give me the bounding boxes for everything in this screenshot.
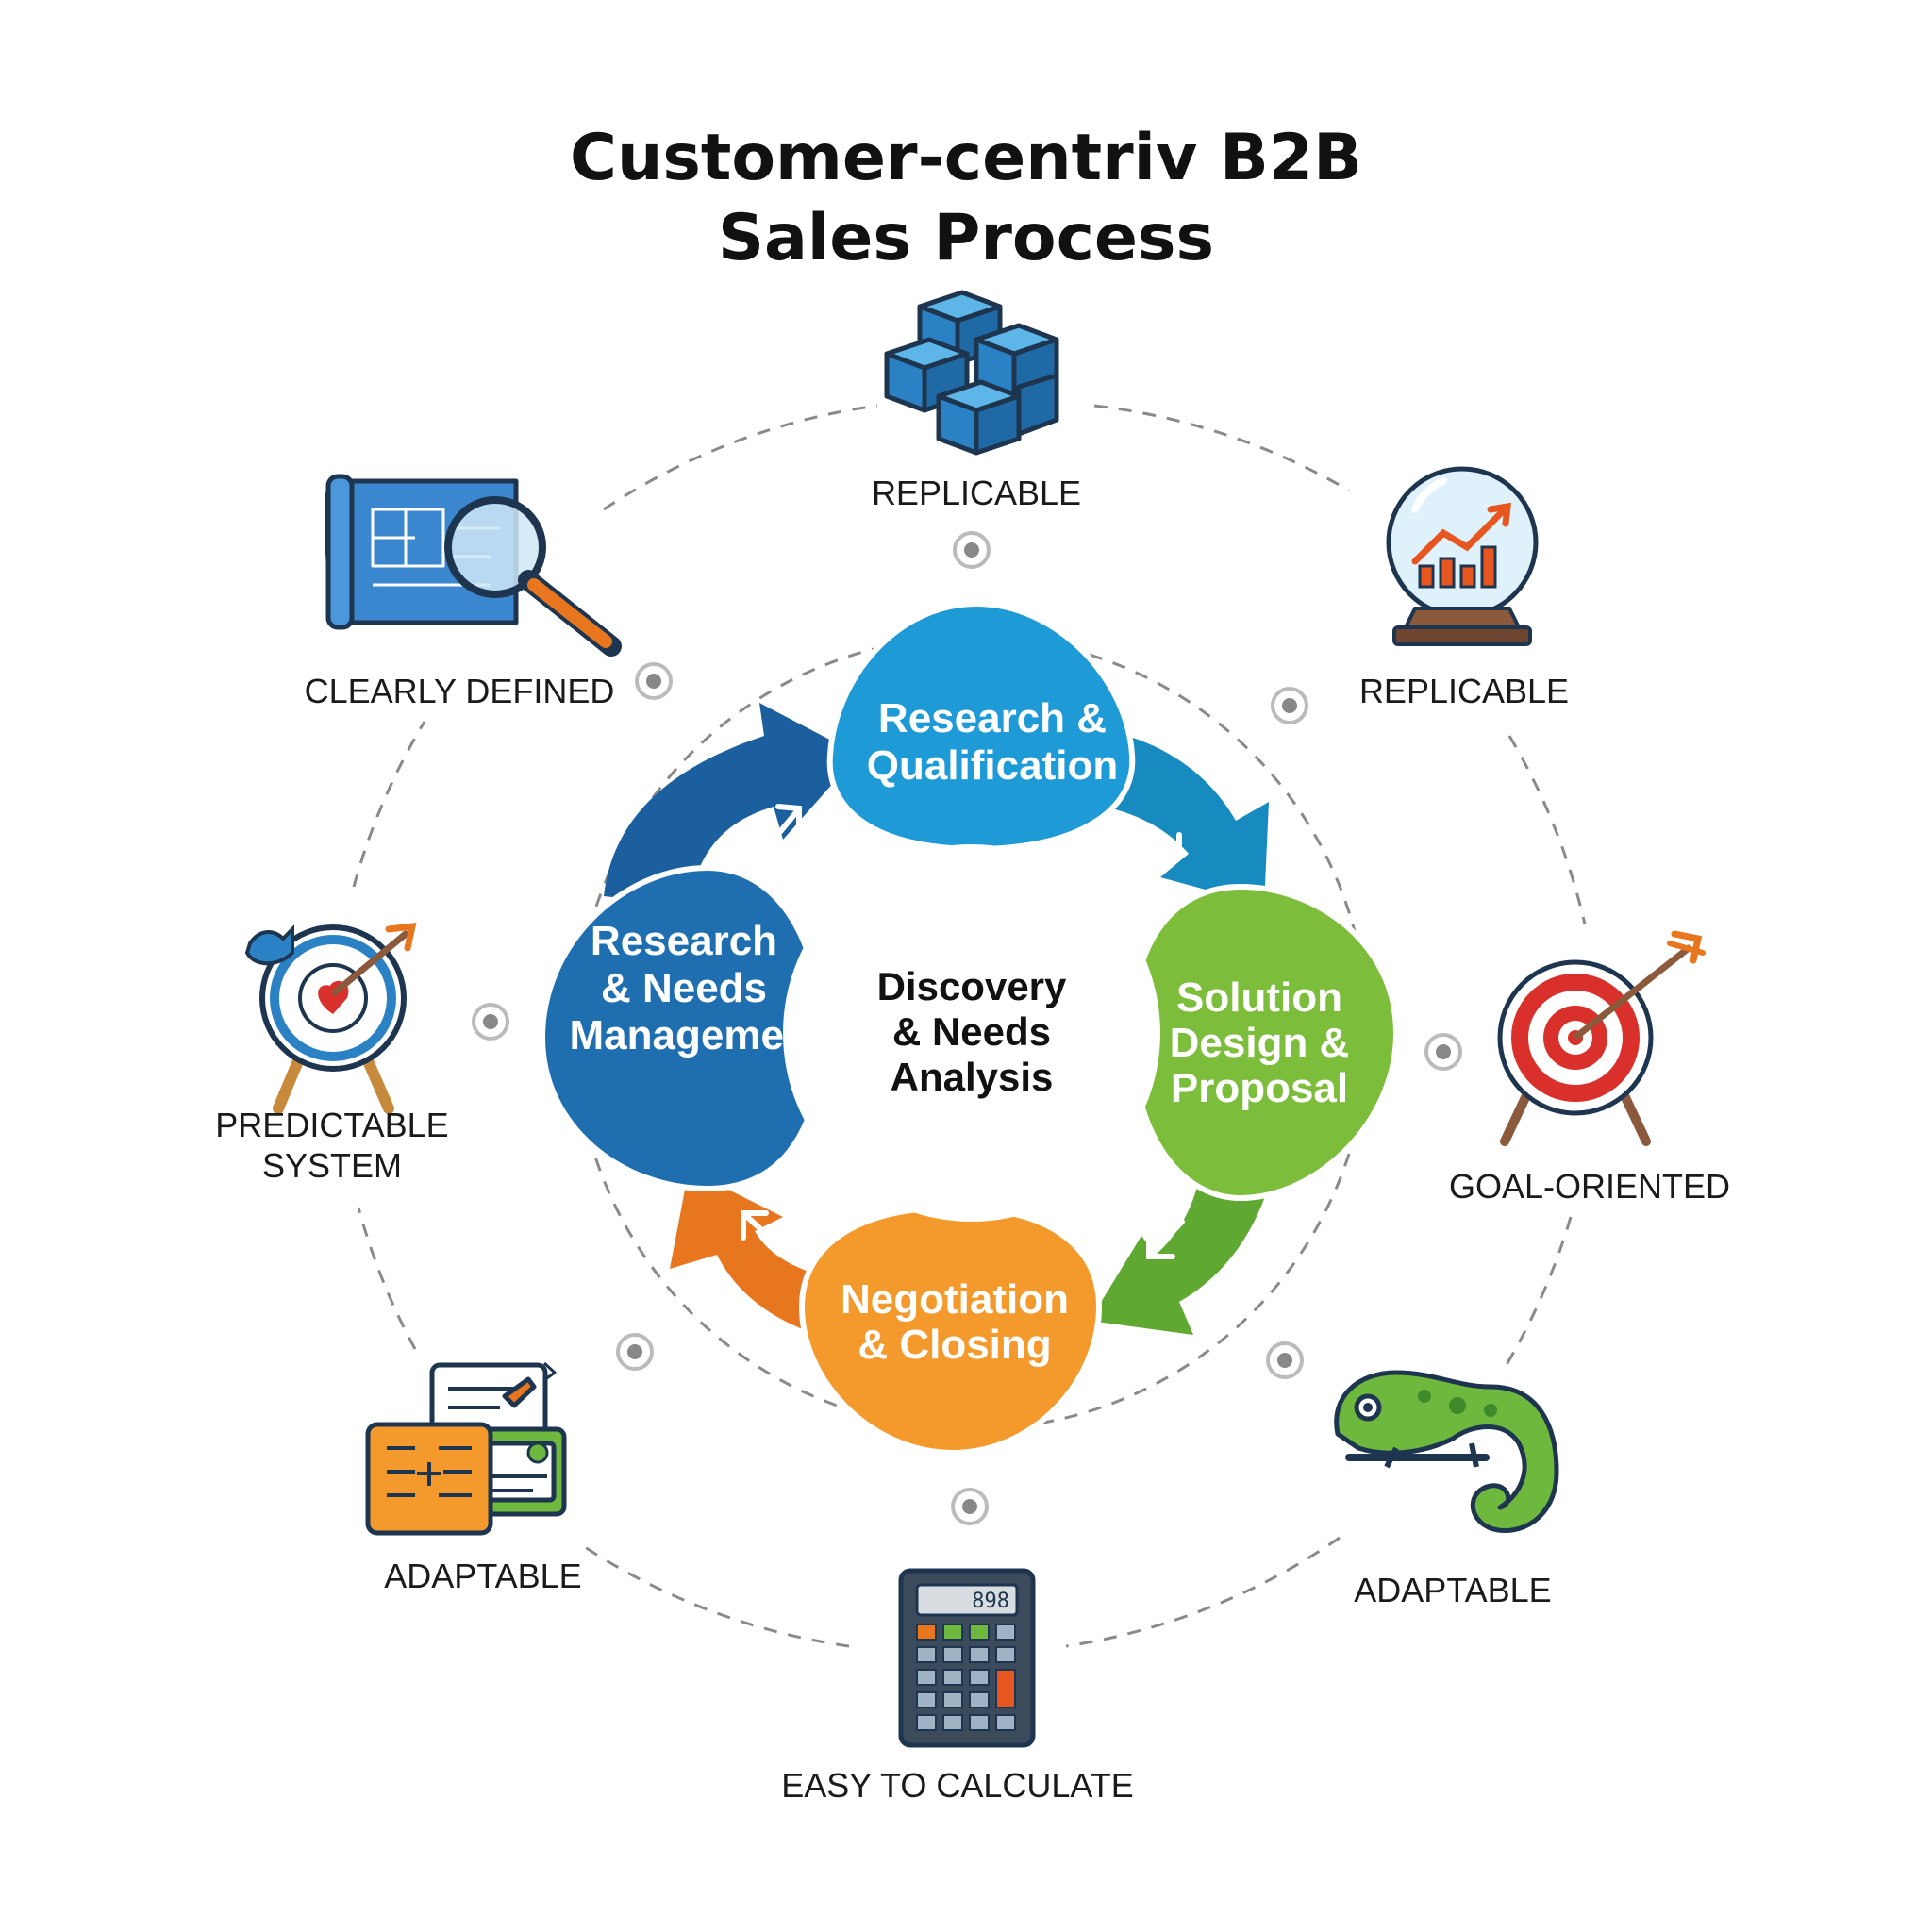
connector-dot bbox=[1424, 1033, 1462, 1071]
connector-dot bbox=[951, 1488, 989, 1525]
stage-left-label-line-1: Research bbox=[591, 918, 777, 964]
process-cycle: Discovery & Needs Analysis Research & Qu… bbox=[539, 600, 1400, 1457]
target-arrow-icon bbox=[1497, 930, 1706, 1146]
attribute-label-top-left: CLEARLY DEFINED bbox=[305, 672, 615, 710]
direction-arrow-icon bbox=[771, 804, 802, 842]
attribute-label-top-right: REPLICABLE bbox=[1359, 672, 1569, 710]
blueprint-magnifier-icon bbox=[325, 474, 622, 657]
attribute-label-bottom-right: ADAPTABLE bbox=[1354, 1571, 1551, 1609]
connector-dot bbox=[953, 531, 991, 569]
attribute-label-bottom: EASY TO CALCULATE bbox=[781, 1766, 1133, 1805]
connector-dot bbox=[472, 1003, 509, 1041]
stage-right-label-line-1: Solution bbox=[1176, 974, 1342, 1021]
stage-top-label-line-1: Research & bbox=[878, 695, 1107, 741]
direction-arrow-icon bbox=[1146, 1219, 1185, 1259]
attribute-label-left-line-1: PREDICTABLE bbox=[215, 1106, 448, 1144]
diagram-title-line-1: Customer-centriv B2B bbox=[570, 121, 1362, 195]
direction-arrow-icon bbox=[741, 1210, 781, 1248]
stage-right-label-line-3: Proposal bbox=[1171, 1065, 1348, 1111]
connector-dot bbox=[635, 662, 673, 700]
attribute-label-top: REPLICABLE bbox=[872, 474, 1081, 512]
connector-dot bbox=[616, 1333, 654, 1371]
attribute-label-bottom-left: ADAPTABLE bbox=[384, 1557, 581, 1595]
calculator-display: 898 bbox=[972, 1590, 1009, 1613]
attribute-label-right: GOAL-ORIENTED bbox=[1449, 1167, 1730, 1206]
outer-dashed-ring bbox=[352, 404, 1587, 1648]
connector-dot bbox=[1266, 1341, 1304, 1379]
center-label-line-3: Analysis bbox=[891, 1055, 1054, 1099]
chameleon-icon bbox=[1334, 1370, 1559, 1533]
center-label-line-2: & Needs bbox=[892, 1009, 1051, 1054]
connector-dots bbox=[472, 531, 1462, 1525]
bird-target-icon bbox=[244, 922, 417, 1114]
stage-left-label-line-2: & Needs bbox=[601, 965, 767, 1011]
cards-documents-icon bbox=[365, 1361, 567, 1536]
calculator-icon: 898 bbox=[898, 1568, 1036, 1748]
stage-right-label-line-2: Design & bbox=[1170, 1020, 1350, 1066]
diagram-title-line-2: Sales Process bbox=[718, 201, 1214, 275]
stacked-cubes-icon bbox=[884, 290, 1059, 456]
stage-bottom-label-line-2: & Closing bbox=[858, 1322, 1051, 1368]
cycle-arrow-dark-blue bbox=[604, 703, 858, 906]
stage-left-label-line-3: Management bbox=[570, 1012, 824, 1058]
stage-bottom-label-line-1: Negotiation bbox=[841, 1276, 1069, 1323]
center-hub bbox=[783, 844, 1160, 1222]
center-label-line-1: Discovery bbox=[877, 964, 1067, 1008]
connector-dot bbox=[1271, 687, 1308, 724]
stage-top-label-line-2: Qualification bbox=[867, 742, 1118, 789]
direction-arrow-icon bbox=[1146, 823, 1182, 858]
attribute-label-left-line-2: SYSTEM bbox=[262, 1146, 402, 1185]
crystal-ball-chart-icon bbox=[1386, 466, 1539, 646]
